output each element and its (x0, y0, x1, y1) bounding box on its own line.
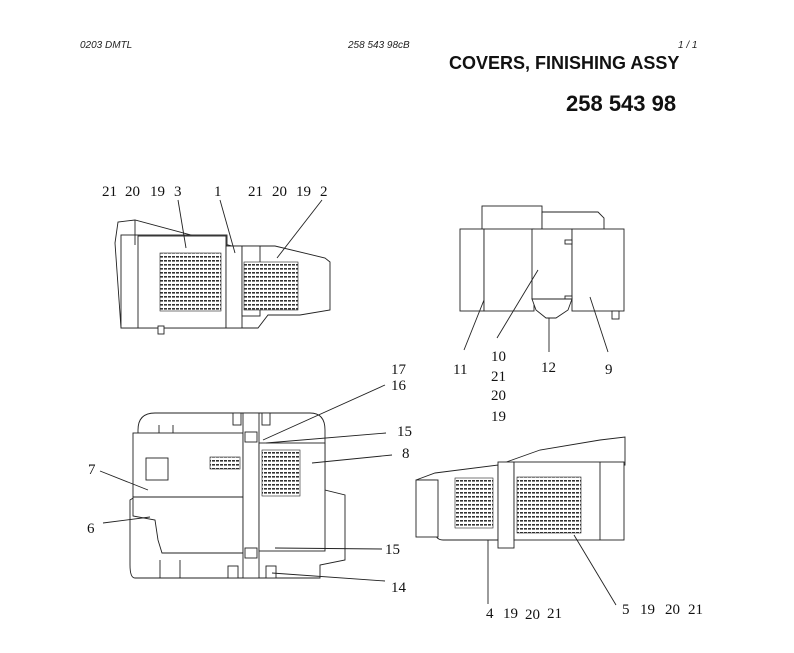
callout: 7 (88, 462, 96, 478)
callouts-top-right: 10 21 20 19 11 12 9 (453, 349, 613, 425)
callout: 20 (525, 607, 540, 623)
callouts-bottom-left: 17 16 15 8 7 6 15 14 (87, 362, 412, 596)
callout: 19 (491, 409, 506, 425)
callout: 5 (622, 602, 630, 618)
callout: 4 (486, 606, 494, 622)
callout: 10 (491, 349, 506, 365)
callout: 21 (102, 184, 117, 200)
vent-grille (261, 449, 301, 497)
document-code: 0203 DMTL (80, 40, 133, 51)
callout: 12 (541, 360, 556, 376)
callout: 17 (391, 362, 407, 378)
callout: 15 (385, 542, 400, 558)
side-view-bottom-right (415, 436, 626, 606)
callout: 14 (391, 580, 407, 596)
callout: 15 (397, 424, 412, 440)
vent-grille (243, 261, 299, 311)
callout: 19 (640, 602, 655, 618)
assembly-title: COVERS, FINISHING ASSY (449, 53, 680, 73)
end-view-top-right (459, 205, 625, 353)
callout: 21 (248, 184, 263, 200)
vent-grille (454, 477, 494, 529)
vent-grille (516, 476, 582, 534)
callouts-top-left: 21 20 19 3 1 21 20 19 2 (102, 184, 328, 200)
callout: 19 (503, 606, 518, 622)
callout: 20 (491, 388, 506, 404)
drawing-number: 258 543 98cB (348, 40, 410, 51)
callout: 21 (547, 606, 562, 622)
callout: 19 (150, 184, 165, 200)
vent-grille (209, 456, 241, 470)
callouts-bottom-right: 4 19 20 21 5 19 20 21 (486, 602, 703, 623)
page-indicator: 1 / 1 (678, 40, 698, 51)
callout: 20 (272, 184, 287, 200)
callout: 16 (391, 378, 407, 394)
callout: 3 (174, 184, 182, 200)
plan-view-bottom-left (99, 384, 393, 582)
callout: 9 (605, 362, 613, 378)
callout: 20 (125, 184, 140, 200)
callout: 1 (214, 184, 222, 200)
assembly-part-number: 258 543 98 (566, 91, 677, 116)
callout: 11 (453, 362, 467, 378)
callout: 19 (296, 184, 311, 200)
vent-grille (159, 252, 222, 312)
callout: 8 (402, 446, 410, 462)
callout: 6 (87, 521, 95, 537)
callout: 21 (491, 369, 506, 385)
callout: 20 (665, 602, 680, 618)
side-view-top-left (114, 199, 331, 335)
callout: 2 (320, 184, 328, 200)
callout: 21 (688, 602, 703, 618)
